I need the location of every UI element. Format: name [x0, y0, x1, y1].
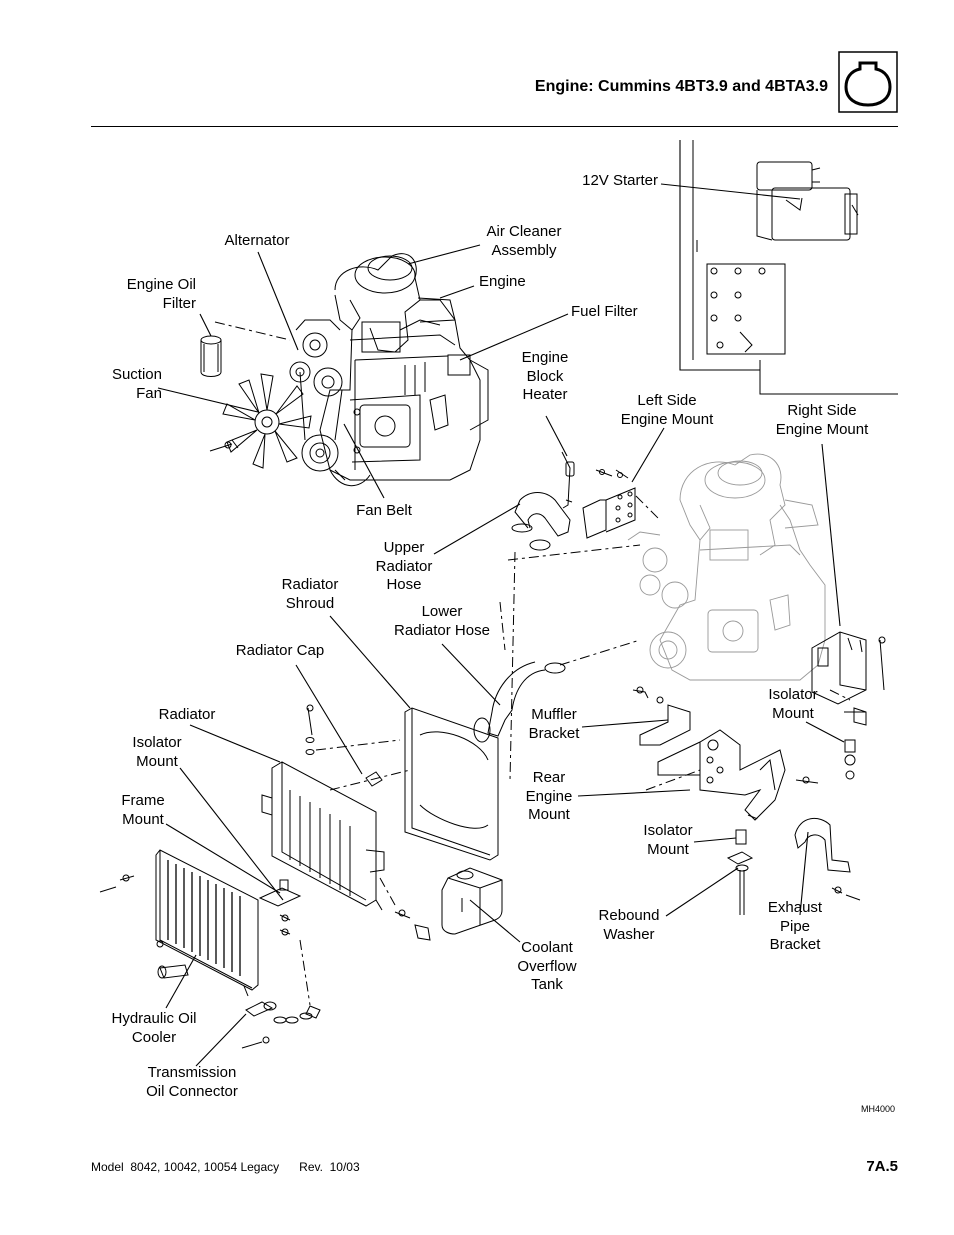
- oil-cooler-illustration: [99, 849, 259, 997]
- label-fan-belt: Fan Belt: [356, 502, 412, 519]
- label-isolator-mount-lower: Isolator Mount: [643, 822, 693, 858]
- label-radiator-shroud: Radiator Shroud: [281, 576, 339, 612]
- label-right-side-engine-mount: Right Side Engine Mount: [775, 402, 869, 438]
- starter-illustration: [679, 140, 898, 395]
- radiator-illustration: [261, 761, 385, 911]
- page-title: Engine: Cummins 4BT3.9 and 4BTA3.9: [534, 78, 828, 95]
- engine-illustration: [289, 253, 489, 487]
- coolant-tank-illustration: [394, 867, 503, 941]
- page-number: 7A.5: [866, 1158, 898, 1175]
- label-radiator: Radiator: [158, 706, 216, 723]
- label-left-side-engine-mount: Left Side Engine Mount: [620, 392, 714, 428]
- label-exhaust-pipe-bracket: Exhaust Pipe Bracket: [767, 899, 823, 953]
- label-engine-block-heater: Engine Block Heater: [521, 349, 569, 403]
- radiator-shroud-illustration: [404, 707, 499, 861]
- label-frame-mount: Frame Mount: [121, 792, 165, 828]
- engine-outline-icon: [838, 51, 898, 113]
- label-isolator-mount-right: Isolator Mount: [768, 686, 818, 722]
- label-air-cleaner-assembly: Air Cleaner Assembly: [486, 223, 562, 259]
- muffler-bracket-illustration: [632, 686, 691, 746]
- ghost-engine-illustration: [627, 453, 826, 681]
- rear-engine-mount-illustration: [657, 729, 819, 821]
- label-upper-radiator-hose: Upper Radiator Hose: [375, 539, 433, 593]
- label-alternator: Alternator: [224, 232, 290, 249]
- label-coolant-overflow-tank: Coolant Overflow Tank: [517, 939, 577, 993]
- drawing-code: MH4000: [861, 1104, 896, 1114]
- label-suction-fan: Suction Fan: [111, 366, 162, 402]
- label-transmission-oil-connector: Transmission Oil Connector: [146, 1064, 238, 1100]
- suction-fan-illustration: [222, 373, 312, 469]
- label-engine-oil-filter: Engine Oil Filter: [126, 276, 196, 312]
- isolator-stack-illustration: [726, 829, 754, 915]
- label-fuel-filter: Fuel Filter: [571, 303, 638, 320]
- label-radiator-cap: Radiator Cap: [235, 642, 325, 659]
- leader-lines: [157, 183, 845, 1067]
- footer-model-revision: Model 8042, 10042, 10054 Legacy Rev. 10/…: [91, 1160, 360, 1174]
- label-12v-starter: 12V Starter: [582, 172, 658, 189]
- oil-filter-illustration: [200, 335, 222, 377]
- label-rear-engine-mount: Rear Engine Mount: [525, 769, 573, 823]
- exhaust-bracket-illustration: [794, 817, 861, 901]
- label-muffler-bracket: Muffler Bracket: [528, 706, 580, 742]
- transmission-connector-illustration: [241, 1001, 321, 1049]
- fan-bolt: [209, 439, 239, 452]
- frame-mount-illustration: [258, 879, 302, 936]
- upper-hose-illustration: [511, 492, 571, 551]
- label-engine: Engine: [479, 273, 526, 290]
- label-lower-radiator-hose: Lower Radiator Hose: [394, 603, 490, 639]
- label-isolator-mount-left: Isolator Mount: [132, 734, 182, 770]
- right-side-mount-illustration: [811, 631, 886, 705]
- block-heater-illustration: [561, 451, 575, 509]
- left-side-mount-illustration: [582, 469, 636, 539]
- label-rebound-washer: Rebound Washer: [598, 907, 660, 943]
- label-hydraulic-oil-cooler: Hydraulic Oil Cooler: [111, 1010, 197, 1046]
- header-divider: [91, 126, 898, 127]
